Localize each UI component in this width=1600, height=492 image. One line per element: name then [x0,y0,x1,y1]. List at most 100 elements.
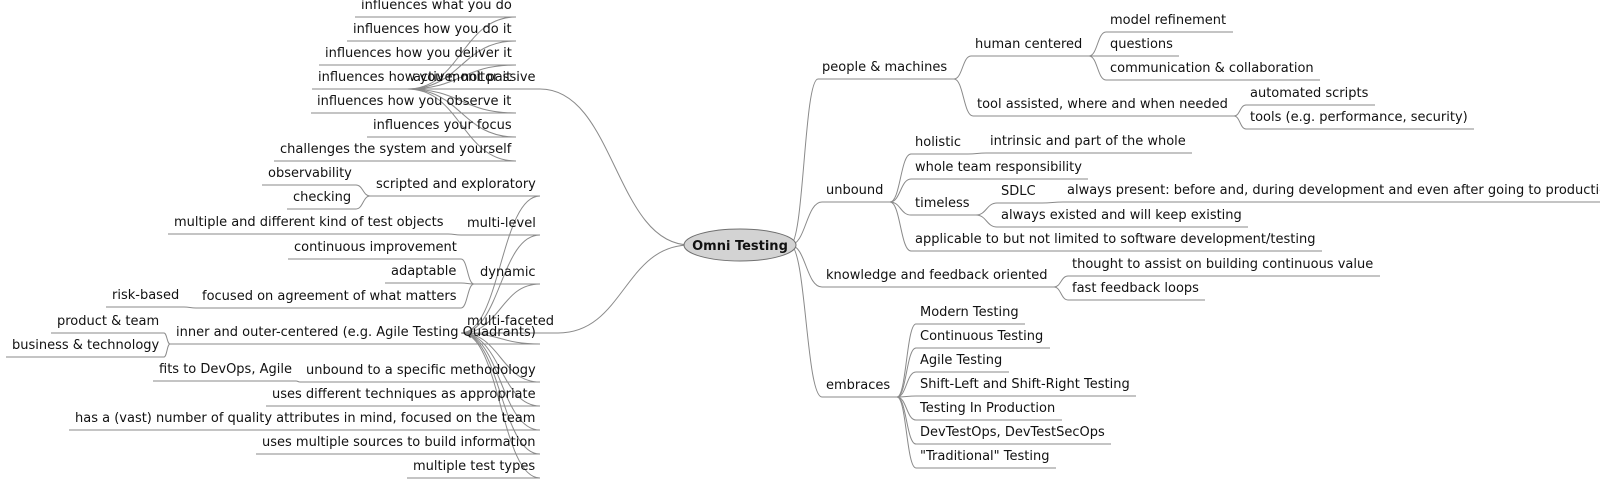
topic-timeless[interactable]: timeless [915,196,970,211]
connector-em1 [896,323,917,398]
connector-a1 [406,16,517,90]
topic-questions[interactable]: questions [1110,37,1173,52]
connector-se2 [355,195,371,210]
topic-sdlc[interactable]: SDLC [1001,184,1036,199]
connector-dy1 [460,258,475,285]
connector-kf2 [1053,286,1069,301]
topic-thought-to-assist-on-building-continuous[interactable]: thought to assist on building continuous… [1072,257,1374,272]
topic-traditional-testing[interactable]: "Traditional" Testing [920,449,1050,464]
topic-unbound[interactable]: unbound [826,183,884,198]
topic-testing-in-production[interactable]: Testing In Production [920,401,1056,416]
topic-influences-your-focus[interactable]: influences your focus [373,118,512,133]
topic-active-not-passive[interactable]: active; not passive [413,70,536,85]
connector-a5 [406,88,517,114]
connector-se [460,195,541,334]
topic-scripted-and-exploratory[interactable]: scripted and exploratory [376,177,536,192]
connector-em2 [896,347,917,398]
topic-automated-scripts[interactable]: automated scripts [1250,86,1369,101]
topic-always-present-before-and-during-develop[interactable]: always present: before and, during devel… [1067,183,1600,198]
connector-ho [889,153,912,203]
topic-embraces[interactable]: embraces [826,378,891,393]
connector-wt [889,178,912,203]
connector-ho1 [967,152,987,155]
topic-adaptable[interactable]: adaptable [391,264,457,279]
topic-challenges-the-system-and-yourself[interactable]: challenges the system and yourself [280,142,512,157]
topic-uses-multiple-sources-to-build-informati[interactable]: uses multiple sources to build informati… [262,435,536,450]
topic-uses-different-techniques-as-appropriate[interactable]: uses different techniques as appropriate [272,387,536,402]
topic-unbound-to-a-specific-methodology[interactable]: unbound to a specific methodology [306,363,536,378]
connector-dy3a [183,306,197,309]
central-topic-label[interactable]: Omni Testing [692,239,788,254]
topic-multi-level[interactable]: multi-level [467,216,536,231]
topic-observability[interactable]: observability [268,166,352,181]
topic-always-existed-and-will-keep-existing[interactable]: always existed and will keep existing [1001,208,1242,223]
topic-checking[interactable]: checking [293,190,352,205]
connector-dy3 [460,283,475,309]
connector-em6 [896,396,917,445]
topic-influences-what-you-do[interactable]: influences what you do [361,0,512,13]
connector-mt [460,332,541,479]
central-topic-bubble[interactable] [683,228,797,262]
connector-a6 [406,88,517,138]
connector-hv [460,332,541,431]
connector-hc1 [1088,31,1107,57]
connector-ml1 [447,233,462,236]
topic-business-technology[interactable]: business & technology [12,338,160,353]
topic-intrinsic-and-part-of-the-whole[interactable]: intrinsic and part of the whole [990,134,1186,149]
connector-io2 [163,343,171,358]
connector-ub1 [295,380,301,383]
topic-influences-how-you-observe-it[interactable]: influences how you observe it [317,94,512,109]
topic-multiple-test-types[interactable]: multiple test types [413,459,536,474]
connector-ti2 [975,214,998,228]
connector-em [789,244,823,398]
topic-risk-based[interactable]: risk-based [112,288,180,303]
topic-continuous-improvement[interactable]: continuous improvement [294,240,457,255]
topic-multi-faceted[interactable]: multi-faceted [467,314,554,329]
topic-tools-e-g-performance-security[interactable]: tools (e.g. performance, security) [1250,110,1468,125]
connector-hc3 [1088,55,1107,81]
topic-has-a-vast-number-of-quality-attributes-[interactable]: has a (vast) number of quality attribute… [75,411,536,426]
topic-knowledge-and-feedback-oriented[interactable]: knowledge and feedback oriented [826,268,1048,283]
connector-dy [460,283,541,334]
topic-tool-assisted-where-and-when-needed[interactable]: tool assisted, where and when needed [977,97,1228,112]
connector-hc [953,55,972,80]
connector-io [460,332,541,345]
topic-communication-collaboration[interactable]: communication & collaboration [1110,61,1314,76]
topic-modern-testing[interactable]: Modern Testing [920,305,1019,320]
topic-shift-left-and-shift-right-testing[interactable]: Shift-Left and Shift-Right Testing [920,377,1130,392]
topic-dynamic[interactable]: dynamic [480,265,536,280]
connector-kf1 [1053,275,1069,288]
topic-fits-to-devops-agile[interactable]: fits to DevOps, Agile [159,362,292,377]
topic-influences-how-you-monitor-it[interactable]: influences how you monitor it [318,70,512,85]
topic-holistic[interactable]: holistic [915,135,962,150]
connector-ta [953,78,974,117]
connector-ta1 [1233,104,1247,117]
topic-fast-feedback-loops[interactable]: fast feedback loops [1072,281,1199,296]
connector-a3 [406,64,517,90]
topic-applicable-to-but-not-limited-to-softwar[interactable]: applicable to but not limited to softwar… [915,232,1316,247]
connector-se1 [355,184,371,197]
topic-inner-and-outer-centered-e-g-agile-testi[interactable]: inner and outer-centered (e.g. Agile Tes… [176,325,536,340]
topic-influences-how-you-deliver-it[interactable]: influences how you deliver it [325,46,512,61]
connector-ub [460,332,541,383]
topic-continuous-testing[interactable]: Continuous Testing [920,329,1044,344]
connector-um [460,332,541,455]
topic-whole-team-responsibility[interactable]: whole team responsibility [915,160,1082,175]
topic-devtestops-devtestsecops[interactable]: DevTestOps, DevTestSecOps [920,425,1105,440]
connector-active [539,88,691,246]
connector-sd [975,202,998,216]
topic-product-team[interactable]: product & team [57,314,160,329]
topic-people-machines[interactable]: people & machines [822,60,948,75]
topic-agile-testing[interactable]: Agile Testing [920,353,1003,368]
topic-model-refinement[interactable]: model refinement [1110,13,1227,28]
topic-human-centered[interactable]: human centered [975,37,1083,52]
topic-multiple-and-different-kind-of-test-obje[interactable]: multiple and different kind of test obje… [174,215,444,230]
topic-influences-how-you-do-it[interactable]: influences how you do it [353,22,512,37]
connector-pm [789,78,819,246]
connector-em7 [896,396,917,469]
connector-ud [460,332,541,407]
topic-focused-on-agreement-of-what-matters[interactable]: focused on agreement of what matters [202,289,457,304]
connector-io1 [163,332,171,345]
